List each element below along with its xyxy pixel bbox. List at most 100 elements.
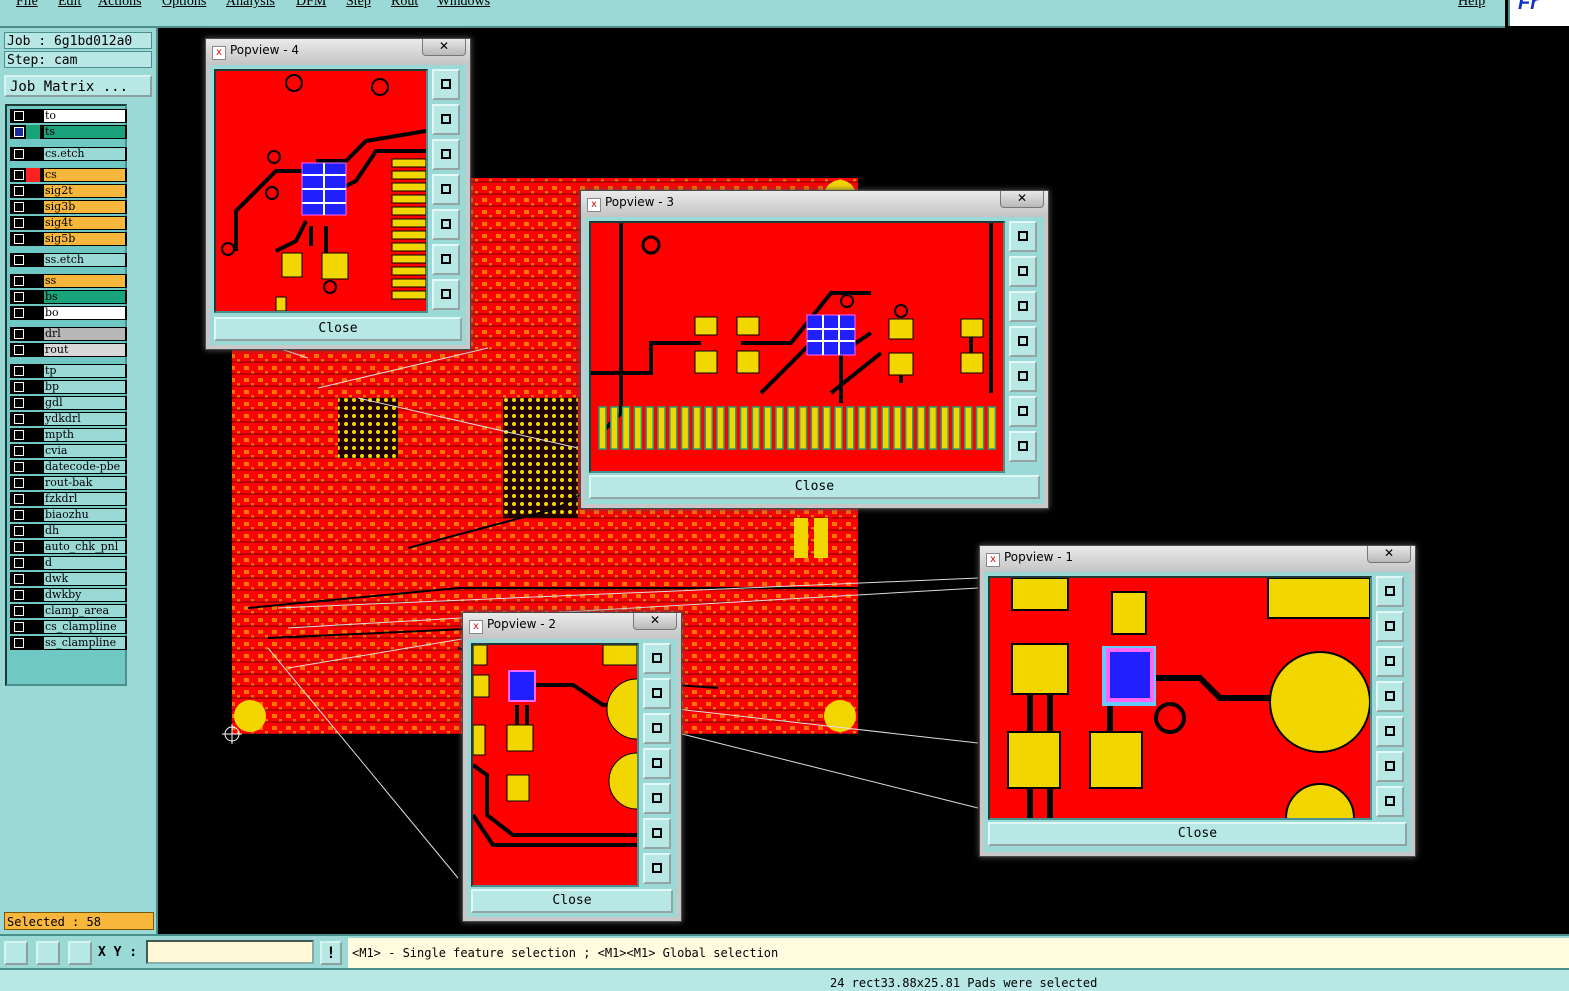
pan-left-icon[interactable] (1009, 326, 1037, 357)
menu-analysis[interactable]: Analysis (226, 0, 275, 9)
layer-checkbox[interactable] (14, 542, 24, 552)
pan-right-icon[interactable] (643, 783, 671, 814)
layer-checkbox[interactable] (14, 255, 24, 265)
layer-checkbox[interactable] (14, 446, 24, 456)
popview-viewport[interactable] (214, 69, 428, 313)
popview-titlebar[interactable]: x Popview - 3 ✕ (581, 191, 1048, 217)
layer-row[interactable]: dwkby (10, 588, 127, 602)
pan-down-icon[interactable] (643, 713, 671, 744)
close-icon[interactable]: ✕ (422, 39, 466, 56)
pan-right-icon[interactable] (1009, 361, 1037, 392)
layer-row[interactable]: cs.etch (10, 147, 127, 161)
popview-window[interactable]: x Popview - 2 ✕ (462, 612, 682, 922)
layer-checkbox[interactable] (14, 494, 24, 504)
layer-row[interactable]: biaozhu (10, 508, 127, 522)
pan-right-icon[interactable] (1376, 716, 1404, 747)
layer-row[interactable]: drl (10, 327, 127, 341)
zoom-home-icon[interactable] (1376, 576, 1404, 607)
menu-file[interactable]: File (16, 0, 38, 9)
layer-checkbox[interactable] (14, 606, 24, 616)
zoom-home-icon[interactable] (432, 69, 460, 100)
popview-viewport[interactable] (988, 576, 1372, 820)
layer-checkbox[interactable] (14, 574, 24, 584)
layer-row[interactable]: sig5b (10, 232, 127, 246)
popview-window[interactable]: x Popview - 4 ✕ (205, 38, 471, 350)
popview-window[interactable]: x Popview - 1 ✕ (979, 545, 1416, 857)
layer-row[interactable]: auto_chk_pnl (10, 540, 127, 554)
zoom-in-icon[interactable] (1009, 396, 1037, 427)
zoom-home-icon[interactable] (643, 643, 671, 674)
layer-row[interactable]: ss (10, 274, 127, 288)
popview-titlebar[interactable]: x Popview - 1 ✕ (980, 546, 1415, 572)
menu-edit[interactable]: Edit (58, 0, 82, 9)
layer-row[interactable]: sig2t (10, 184, 127, 198)
layer-row[interactable]: cs_clampline (10, 620, 127, 634)
layer-row[interactable]: rout (10, 343, 127, 357)
layer-checkbox[interactable] (14, 526, 24, 536)
menu-options[interactable]: Options (162, 0, 207, 9)
select-mode-icon[interactable] (4, 941, 28, 965)
layer-checkbox[interactable] (14, 638, 24, 648)
xy-input[interactable] (146, 940, 314, 964)
popview-close-button[interactable]: Close (214, 317, 462, 341)
pan-up-icon[interactable] (643, 678, 671, 709)
layer-checkbox[interactable] (14, 430, 24, 440)
layer-checkbox[interactable] (14, 345, 24, 355)
pan-down-icon[interactable] (1009, 291, 1037, 322)
layer-checkbox[interactable] (14, 202, 24, 212)
popview-titlebar[interactable]: x Popview - 2 ✕ (463, 613, 681, 639)
popview-close-button[interactable]: Close (471, 889, 673, 913)
layer-row[interactable]: ts (10, 125, 127, 139)
zoom-home-icon[interactable] (1009, 221, 1037, 252)
layer-checkbox[interactable] (14, 398, 24, 408)
layer-row[interactable]: to (10, 109, 127, 123)
pan-left-icon[interactable] (1376, 681, 1404, 712)
layer-checkbox[interactable] (14, 276, 24, 286)
layer-checkbox[interactable] (14, 382, 24, 392)
layer-row[interactable]: fzkdrl (10, 492, 127, 506)
job-matrix-button[interactable]: Job Matrix ... (4, 75, 152, 97)
layer-checkbox[interactable] (14, 622, 24, 632)
layer-row[interactable]: cvia (10, 444, 127, 458)
popview-window[interactable]: x Popview - 3 ✕ (580, 190, 1049, 509)
layer-row[interactable]: ss_clampline (10, 636, 127, 650)
zoom-out-icon[interactable] (1376, 786, 1404, 817)
popview-close-button[interactable]: Close (589, 475, 1040, 499)
layer-row[interactable]: dh (10, 524, 127, 538)
pan-left-icon[interactable] (643, 748, 671, 779)
close-icon[interactable]: ✕ (633, 613, 677, 630)
layer-row[interactable]: bp (10, 380, 127, 394)
layer-row[interactable]: cs (10, 168, 127, 182)
layer-checkbox[interactable] (14, 127, 24, 137)
layer-row[interactable]: rout-bak (10, 476, 127, 490)
layer-checkbox[interactable] (14, 170, 24, 180)
layer-row[interactable]: clamp_area (10, 604, 127, 618)
menu-rout[interactable]: Rout (391, 0, 419, 9)
pan-right-icon[interactable] (432, 209, 460, 240)
popview-viewport[interactable] (471, 643, 639, 887)
layer-checkbox[interactable] (14, 414, 24, 424)
layer-row[interactable]: mpth (10, 428, 127, 442)
pan-left-icon[interactable] (432, 174, 460, 205)
layer-row[interactable]: sig3b (10, 200, 127, 214)
pan-down-icon[interactable] (432, 139, 460, 170)
layer-checkbox[interactable] (14, 478, 24, 488)
layer-checkbox[interactable] (14, 329, 24, 339)
layer-row[interactable]: d (10, 556, 127, 570)
layer-checkbox[interactable] (14, 590, 24, 600)
zoom-in-icon[interactable] (1376, 751, 1404, 782)
layer-row[interactable]: ss.etch (10, 253, 127, 267)
layer-checkbox[interactable] (14, 308, 24, 318)
zoom-in-icon[interactable] (432, 244, 460, 275)
layer-row[interactable]: tp (10, 364, 127, 378)
pan-down-icon[interactable] (1376, 646, 1404, 677)
layer-checkbox[interactable] (14, 234, 24, 244)
pan-up-icon[interactable] (1009, 256, 1037, 287)
menu-dfm[interactable]: DFM (296, 0, 327, 9)
layer-checkbox[interactable] (14, 510, 24, 520)
layer-checkbox[interactable] (14, 149, 24, 159)
layer-row[interactable]: ydkdrl (10, 412, 127, 426)
layer-row[interactable]: sig4t (10, 216, 127, 230)
layer-checkbox[interactable] (14, 558, 24, 568)
pan-up-icon[interactable] (432, 104, 460, 135)
